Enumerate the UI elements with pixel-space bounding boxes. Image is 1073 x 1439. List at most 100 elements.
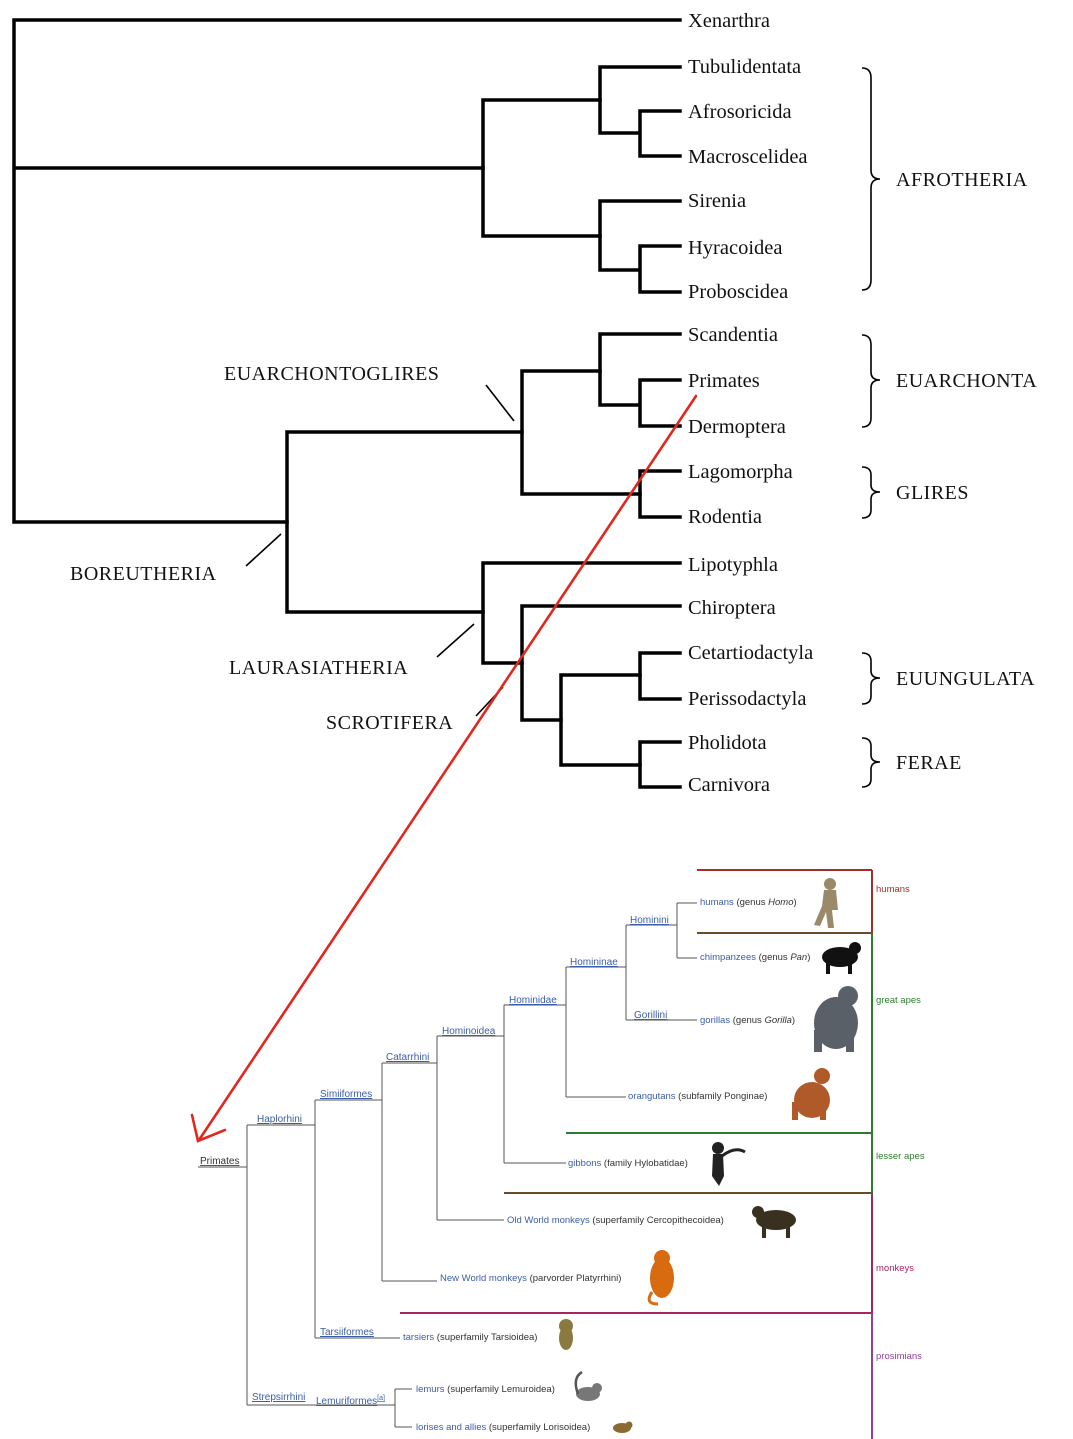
- human-figure-icon: [814, 878, 838, 928]
- leaf-tarsiers-link[interactable]: tarsiers: [403, 1332, 434, 1343]
- leaf-chimpanzees-close: ): [807, 952, 810, 963]
- category-prosimians: prosimians: [876, 1351, 922, 1362]
- ptree-catarrhini: [382, 1036, 438, 1220]
- branch-euarchontoglires: [520, 369, 642, 496]
- taxon-scandentia: Scandentia: [688, 324, 778, 346]
- category-great-apes: great apes: [876, 995, 921, 1006]
- animal-illustrations: [559, 878, 861, 1433]
- leaf-orangutans: orangutans (subfamily Ponginae): [628, 1091, 767, 1102]
- node-homininae[interactable]: Homininae: [570, 957, 618, 968]
- leaf-lemurs-link[interactable]: lemurs: [416, 1384, 445, 1395]
- leaf-chimpanzees-detail: (genus: [756, 952, 790, 963]
- old-world-monkey-icon: [752, 1206, 796, 1238]
- leaf-gibbons-link[interactable]: gibbons: [568, 1158, 602, 1169]
- branch-paenungulata: [598, 199, 682, 294]
- node-strepsirrhini[interactable]: Strepsirrhini: [252, 1392, 305, 1403]
- group-afrotheria: AFROTHERIA: [896, 169, 1028, 191]
- branch-afrotheria: [481, 98, 602, 238]
- taxon-chiroptera: Chiroptera: [688, 597, 776, 619]
- leaf-lorises: lorises and allies (superfamily Lorisoid…: [416, 1422, 590, 1433]
- leaf-orangutans-link[interactable]: orangutans: [628, 1091, 676, 1102]
- leaf-tarsiers: tarsiers (superfamily Tarsioidea): [403, 1332, 537, 1343]
- taxon-rodentia: Rodentia: [688, 506, 762, 528]
- taxon-perissodactyla: Perissodactyla: [688, 688, 806, 710]
- gorilla-icon: [814, 986, 858, 1052]
- node-gorillini[interactable]: Gorillini: [634, 1010, 667, 1021]
- node-primates[interactable]: Primates: [200, 1156, 239, 1167]
- node-hominoidea[interactable]: Hominoidea: [442, 1026, 496, 1037]
- leaf-old-world-detail: (superfamily Cercopithecoidea): [590, 1215, 724, 1226]
- mammal-tree: [12, 18, 682, 789]
- taxon-lipotyphla: Lipotyphla: [688, 554, 778, 576]
- taxon-tubulidentata: Tubulidentata: [688, 56, 801, 78]
- arrow-head: [190, 1113, 227, 1143]
- taxon-hyracoidea: Hyracoidea: [688, 237, 782, 259]
- branch-ferae: [638, 740, 682, 789]
- branch-boreutheria: [285, 430, 524, 614]
- gibbon-icon: [712, 1142, 746, 1186]
- tarsier-icon: [559, 1319, 573, 1350]
- node-hominini[interactable]: Hominini: [630, 915, 669, 926]
- ptree-hominidae: [504, 967, 567, 1097]
- node-catarrhini[interactable]: Catarrhini: [386, 1052, 429, 1063]
- chimpanzee-icon: [822, 942, 861, 974]
- node-lemuriformes-note[interactable]: [a]: [377, 1395, 385, 1402]
- new-world-monkey-icon: [647, 1250, 674, 1306]
- node-tarsiiformes[interactable]: Tarsiiformes: [320, 1327, 374, 1338]
- leaf-gorillas-genus: Gorilla: [764, 1015, 791, 1026]
- leaf-humans: humans (genus Homo): [700, 897, 797, 908]
- loris-icon: [613, 1421, 633, 1433]
- taxon-afrosoricida: Afrosoricida: [688, 101, 792, 123]
- leaf-humans-genus: Homo: [768, 897, 793, 908]
- group-euungulata: EUUNGULATA: [896, 668, 1035, 690]
- lemur-icon: [574, 1370, 602, 1401]
- leaf-lemurs-detail: (superfamily Lemuroidea): [445, 1384, 555, 1395]
- node-haplorhini[interactable]: Haplorhini: [257, 1114, 302, 1125]
- node-lemuriformes-label[interactable]: Lemuriformes: [316, 1396, 377, 1407]
- node-hominidae[interactable]: Hominidae: [509, 995, 557, 1006]
- branch-ferungulata: [559, 673, 642, 767]
- branch-laurasiatheria: [481, 561, 682, 665]
- leaf-humans-close: ): [793, 897, 796, 908]
- node-lemuriformes[interactable]: Lemuriformes[a]: [316, 1395, 385, 1407]
- leaf-humans-detail: (genus: [734, 897, 768, 908]
- node-simiiformes[interactable]: Simiiformes: [320, 1089, 372, 1100]
- leaf-tarsiers-detail: (superfamily Tarsioidea): [434, 1332, 537, 1343]
- callout-boreutheria: [245, 533, 282, 567]
- leaf-chimpanzees-genus: Pan: [790, 952, 807, 963]
- arrow-shaft: [197, 394, 698, 1142]
- category-humans: humans: [876, 884, 910, 895]
- branch-euungulata: [638, 651, 682, 701]
- clade-euarchontoglires: EUARCHONTOGLIRES: [224, 363, 439, 385]
- leaf-new-world-link[interactable]: New World monkeys: [440, 1273, 527, 1284]
- taxon-proboscidea: Proboscidea: [688, 281, 788, 303]
- orangutan-icon: [792, 1068, 830, 1120]
- primate-tree: [198, 902, 697, 1428]
- ptree-primates: [198, 1125, 248, 1405]
- leaf-humans-link[interactable]: humans: [700, 897, 734, 908]
- taxon-primates: Primates: [688, 370, 760, 392]
- ptree-hominini: [626, 903, 678, 958]
- branch-euarchonta: [598, 332, 682, 428]
- leaf-lorises-link[interactable]: lorises and allies: [416, 1422, 486, 1433]
- brace-ferae: [861, 737, 881, 788]
- leaf-lemurs: lemurs (superfamily Lemuroidea): [416, 1384, 555, 1395]
- taxon-pholidota: Pholidota: [688, 732, 767, 754]
- group-glires: GLIRES: [896, 482, 969, 504]
- leaf-chimpanzees: chimpanzees (genus Pan): [700, 952, 810, 963]
- branch-tubulidentata-group: [598, 65, 682, 158]
- leaf-chimpanzees-link[interactable]: chimpanzees: [700, 952, 756, 963]
- clade-scrotifera: SCROTIFERA: [326, 712, 453, 734]
- taxon-cetartiodactyla: Cetartiodactyla: [688, 642, 813, 664]
- leaf-gorillas-link[interactable]: gorillas: [700, 1015, 730, 1026]
- taxon-xenarthra: Xenarthra: [688, 10, 770, 32]
- brace-euungulata: [861, 652, 881, 705]
- brace-afrotheria: [861, 67, 881, 291]
- brace-glires: [861, 466, 881, 519]
- group-euarchonta: EUARCHONTA: [896, 370, 1037, 392]
- leaf-old-world-link[interactable]: Old World monkeys: [507, 1215, 590, 1226]
- leaf-new-world-detail: (parvorder Platyrrhini): [527, 1273, 622, 1284]
- connector-arrow: [190, 394, 698, 1143]
- ptree-hominoidea: [437, 1005, 505, 1163]
- taxon-lagomorpha: Lagomorpha: [688, 461, 793, 483]
